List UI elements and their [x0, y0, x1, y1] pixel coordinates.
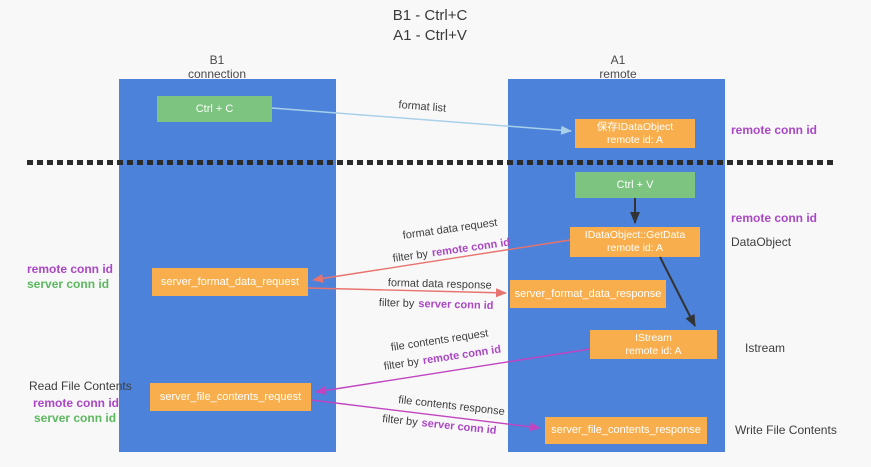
remote-conn-id-text: remote conn id: [431, 236, 511, 260]
title-line-2: A1 - Ctrl+V: [393, 27, 467, 44]
box-save-idataobject-line1: 保存IDataObject: [596, 120, 674, 133]
dataobject-label: DataObject: [731, 235, 792, 249]
box-ctrl-v: Ctrl + V: [575, 172, 695, 198]
box-ctrl-c: Ctrl + C: [157, 96, 272, 122]
istream-label: Istream: [745, 341, 786, 355]
right-remote-conn-id-label-top: remote conn id: [731, 123, 818, 137]
dashed-divider-line: [27, 160, 833, 165]
left-remote-conn-id-label-2: remote conn id: [33, 396, 120, 410]
left-remote-conn-id-label: remote conn id: [27, 262, 114, 276]
box-istream-line2: remote id: A: [625, 344, 682, 357]
format-list-label: format list: [398, 99, 447, 115]
box-idataobject-getdata-line1: IDataObject::GetData: [584, 229, 686, 241]
box-server-file-contents-response-label: server_file_contents_response: [551, 424, 701, 436]
box-ctrl-v-label: Ctrl + V: [616, 178, 654, 191]
box-ctrl-c-label: Ctrl + C: [195, 102, 234, 115]
file-contents-response-label: file contents response: [397, 394, 506, 419]
left-server-conn-id-label-2: server conn id: [34, 411, 117, 425]
box-server-file-contents-request: server_file_contents_request: [150, 383, 311, 411]
box-server-format-data-response: server_format_data_response: [510, 280, 666, 308]
box-server-format-data-request: server_format_data_request: [152, 268, 308, 296]
write-file-contents-label: Write File Contents: [735, 423, 837, 437]
server-conn-id-text: server conn id: [420, 417, 498, 437]
box-server-file-contents-response: server_file_contents_response: [545, 417, 707, 444]
box-server-format-data-response-label: server_format_data_response: [514, 287, 662, 300]
box-server-format-data-request-label: server_format_data_request: [160, 275, 300, 288]
lifeline-header-a1: A1 remote: [558, 53, 678, 81]
box-save-idataobject-line2: remote id: A: [606, 133, 664, 146]
box-server-file-contents-request-label: server_file_contents_request: [159, 390, 302, 403]
read-file-contents-label: Read File Contents: [29, 379, 132, 393]
title-line-1: B1 - Ctrl+C: [392, 7, 468, 24]
box-istream: IStream remote id: A: [590, 330, 717, 359]
left-server-conn-id-label: server conn id: [27, 277, 110, 291]
server-conn-id-text: server conn id: [418, 298, 494, 312]
filter-by-text: filter by: [378, 297, 415, 310]
box-idataobject-getdata: IDataObject::GetData remote id: A: [570, 227, 700, 257]
format-data-request-label: format data request: [402, 216, 499, 242]
lifeline-b1-name: B1: [209, 53, 225, 67]
lifeline-a1-subtitle: remote: [599, 67, 637, 81]
lifeline-header-b1: B1 connection: [157, 53, 277, 81]
filter-by-text: filter by: [383, 355, 420, 373]
filter-by-text: filter by: [381, 413, 419, 429]
box-save-idataobject: 保存IDataObject remote id: A: [575, 119, 695, 148]
lifeline-a1-name: A1: [610, 53, 626, 67]
format-data-response-label: format data response: [387, 277, 492, 292]
box-istream-line1: IStream: [635, 331, 672, 344]
filter-by-text: filter by: [392, 248, 429, 265]
right-remote-conn-id-label-mid: remote conn id: [731, 211, 818, 225]
box-idataobject-getdata-line2: remote id: A: [606, 242, 664, 254]
diagram-title: B1 - Ctrl+C A1 - Ctrl+V: [330, 6, 530, 46]
lifeline-b1-subtitle: connection: [187, 67, 247, 81]
